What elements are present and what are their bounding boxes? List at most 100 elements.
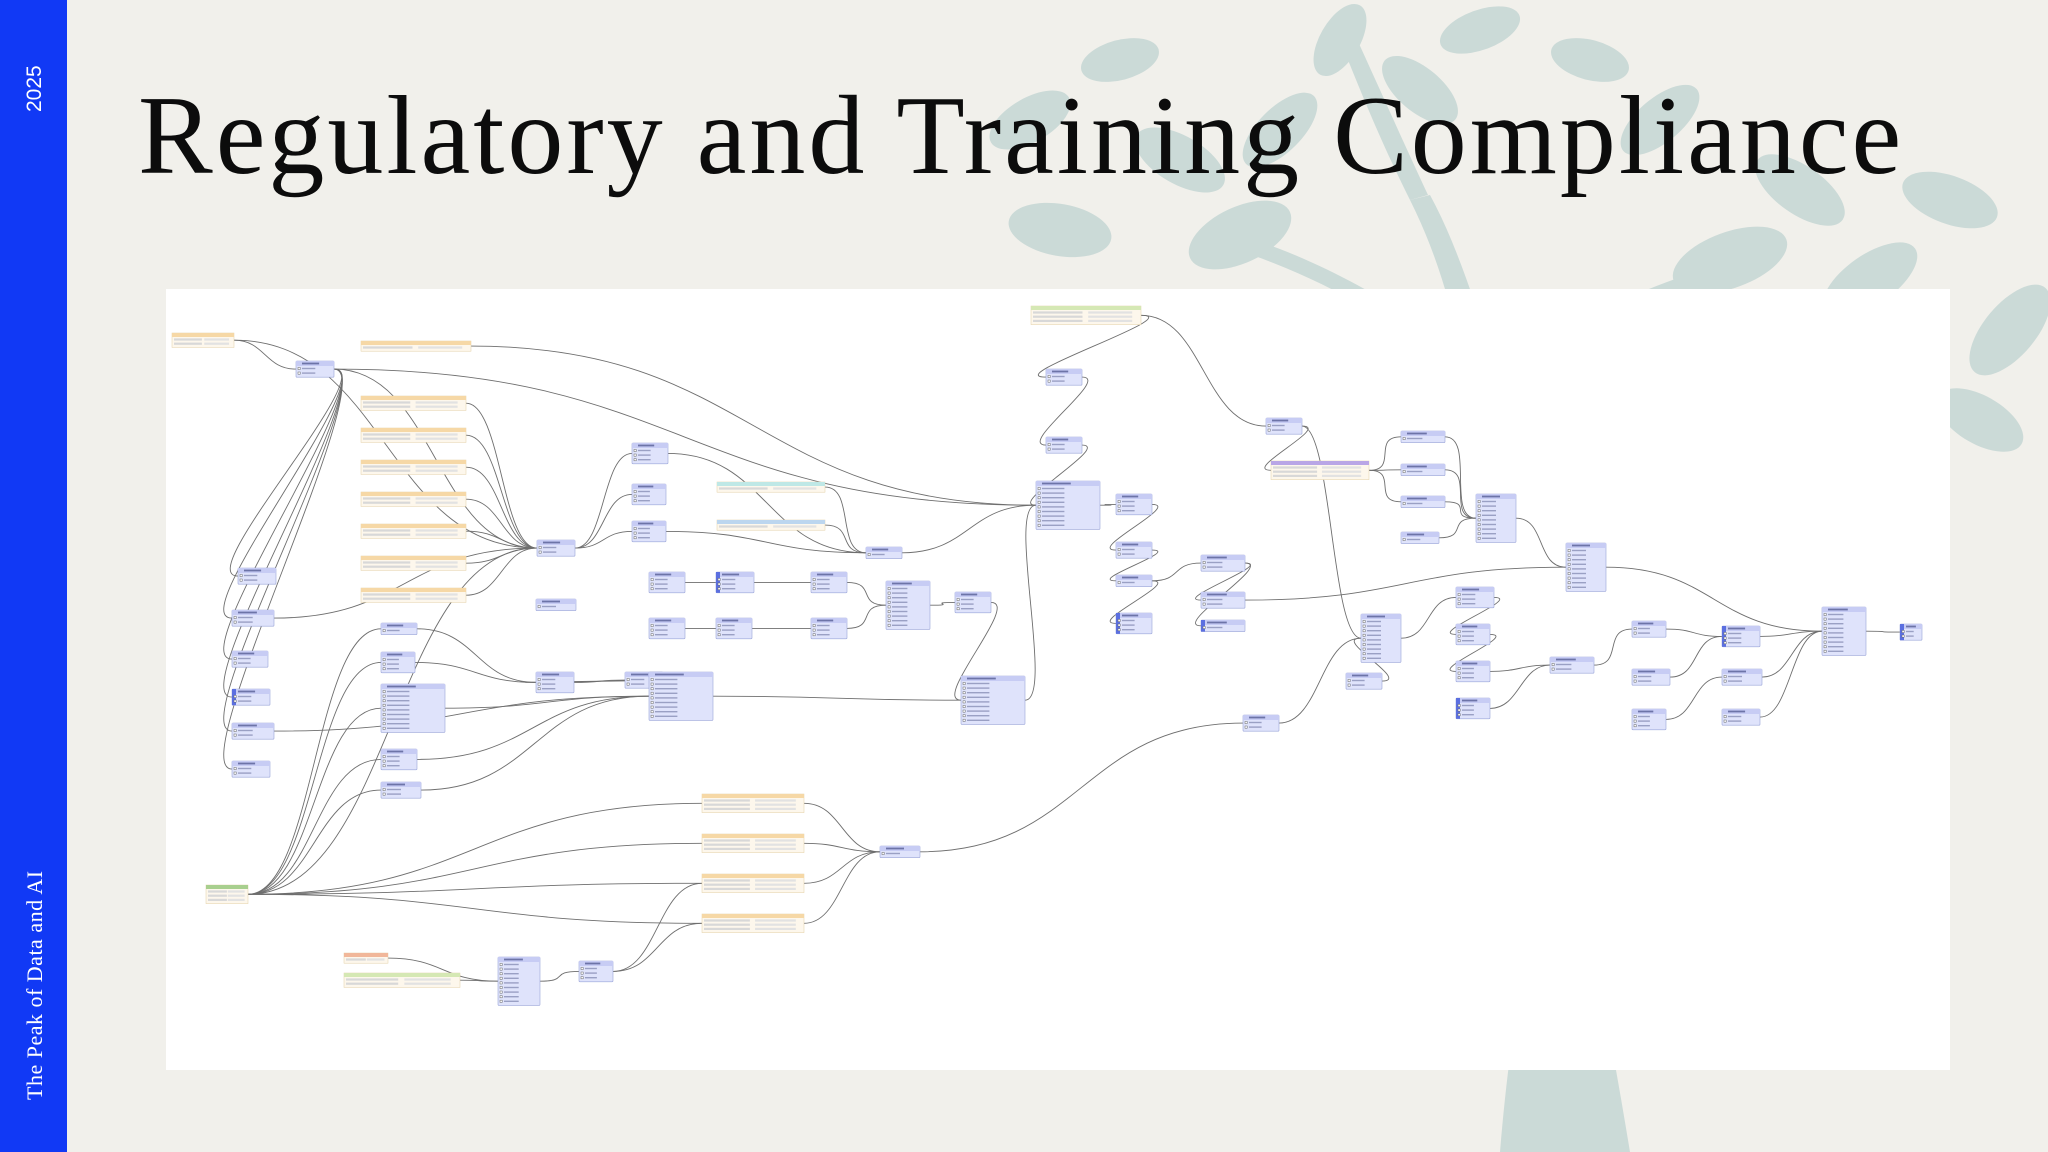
year-label: 2025 [23,65,46,112]
annotation-line [204,342,230,345]
output-port [1202,565,1206,569]
slide-title: Regulatory and Training Compliance [138,74,1905,198]
annotation-header [1271,461,1369,465]
port-line [1052,375,1065,378]
output-port [887,591,891,595]
port-line [1122,581,1135,584]
output-port [962,709,966,713]
output-port [887,619,891,623]
port-line [1367,625,1381,627]
port-line [892,597,908,599]
annotation-line [415,405,458,408]
output-port [1037,487,1041,490]
port-line [655,701,678,704]
transformer-name-line [817,619,834,622]
output-port [1362,656,1366,660]
port-line [1407,470,1423,473]
port-line [1042,487,1065,490]
transformer-node [1455,697,1491,720]
port-line [722,634,735,636]
connector-line [247,789,382,895]
annotation-line [208,894,227,897]
annotation-line [415,497,458,500]
output-port [1633,675,1637,678]
transformer-node [810,571,848,594]
annotation-line [1033,315,1083,318]
port-line [1052,380,1065,382]
port-line [1249,726,1262,728]
transformer-node [954,591,992,614]
port-line [1728,720,1742,722]
output-port [537,605,541,608]
annotation-node [701,833,805,853]
output-port [1723,679,1727,683]
output-port [1362,620,1366,623]
transformer-node [1045,436,1083,454]
port-line [543,551,557,553]
annotation-line [363,437,411,440]
annotation-header [361,396,466,400]
output-port [887,610,891,613]
output-port [1244,725,1248,729]
port-line [1042,520,1065,522]
port-line [638,495,650,497]
port-line [1828,646,1844,648]
port-line [1042,501,1065,503]
output-port [1037,491,1041,495]
annotation-header [702,874,804,878]
output-port [812,633,816,637]
annotation-line [704,923,750,926]
annotation-line [755,879,796,882]
output-port [1567,581,1571,585]
port-line [387,760,400,762]
port-line [1728,715,1742,718]
port-line [817,629,830,631]
output-port [962,691,966,695]
connector-line [1301,425,1362,639]
transformer-node [1721,708,1761,726]
port-line [504,1000,519,1002]
footer-label: The Peak of Data and AI [22,870,47,1100]
output-port [962,682,966,685]
transformer-tab [1201,620,1205,632]
transformer-name-line [1462,662,1478,665]
annotation-line [415,597,458,600]
port-line [585,967,597,970]
connector-line [901,504,1037,554]
annotation-line [363,561,411,564]
output-port [1901,630,1905,633]
output-port [1362,629,1366,633]
port-line [244,574,258,577]
port-line [655,588,668,590]
output-port [1477,523,1481,526]
output-port [650,696,654,700]
output-port [538,550,542,554]
port-line [1207,626,1223,629]
output-port [1723,675,1727,678]
connector-line [420,695,650,791]
transformer-node [1400,430,1446,443]
transformer-node [535,598,577,611]
output-port [1723,719,1727,723]
annotation-line [755,887,796,890]
output-port [1823,649,1827,653]
output-port [650,701,654,704]
output-port [382,667,386,671]
connector-line [1368,469,1402,503]
transformer-node [1631,668,1671,686]
output-port [1723,636,1727,640]
transformer-node [497,956,541,1006]
port-line [1462,593,1476,596]
port-line [1272,429,1285,431]
port-line [238,621,253,623]
transformer-node [1721,625,1761,648]
output-port [537,682,541,686]
annotation-line [404,982,451,985]
transformer-name-line [631,673,649,676]
output-port [650,633,654,637]
connector-line [1151,562,1202,582]
output-port [499,995,503,999]
output-port [1633,627,1637,630]
annotation-line [1033,311,1083,314]
transformer-name-line [1207,593,1227,596]
